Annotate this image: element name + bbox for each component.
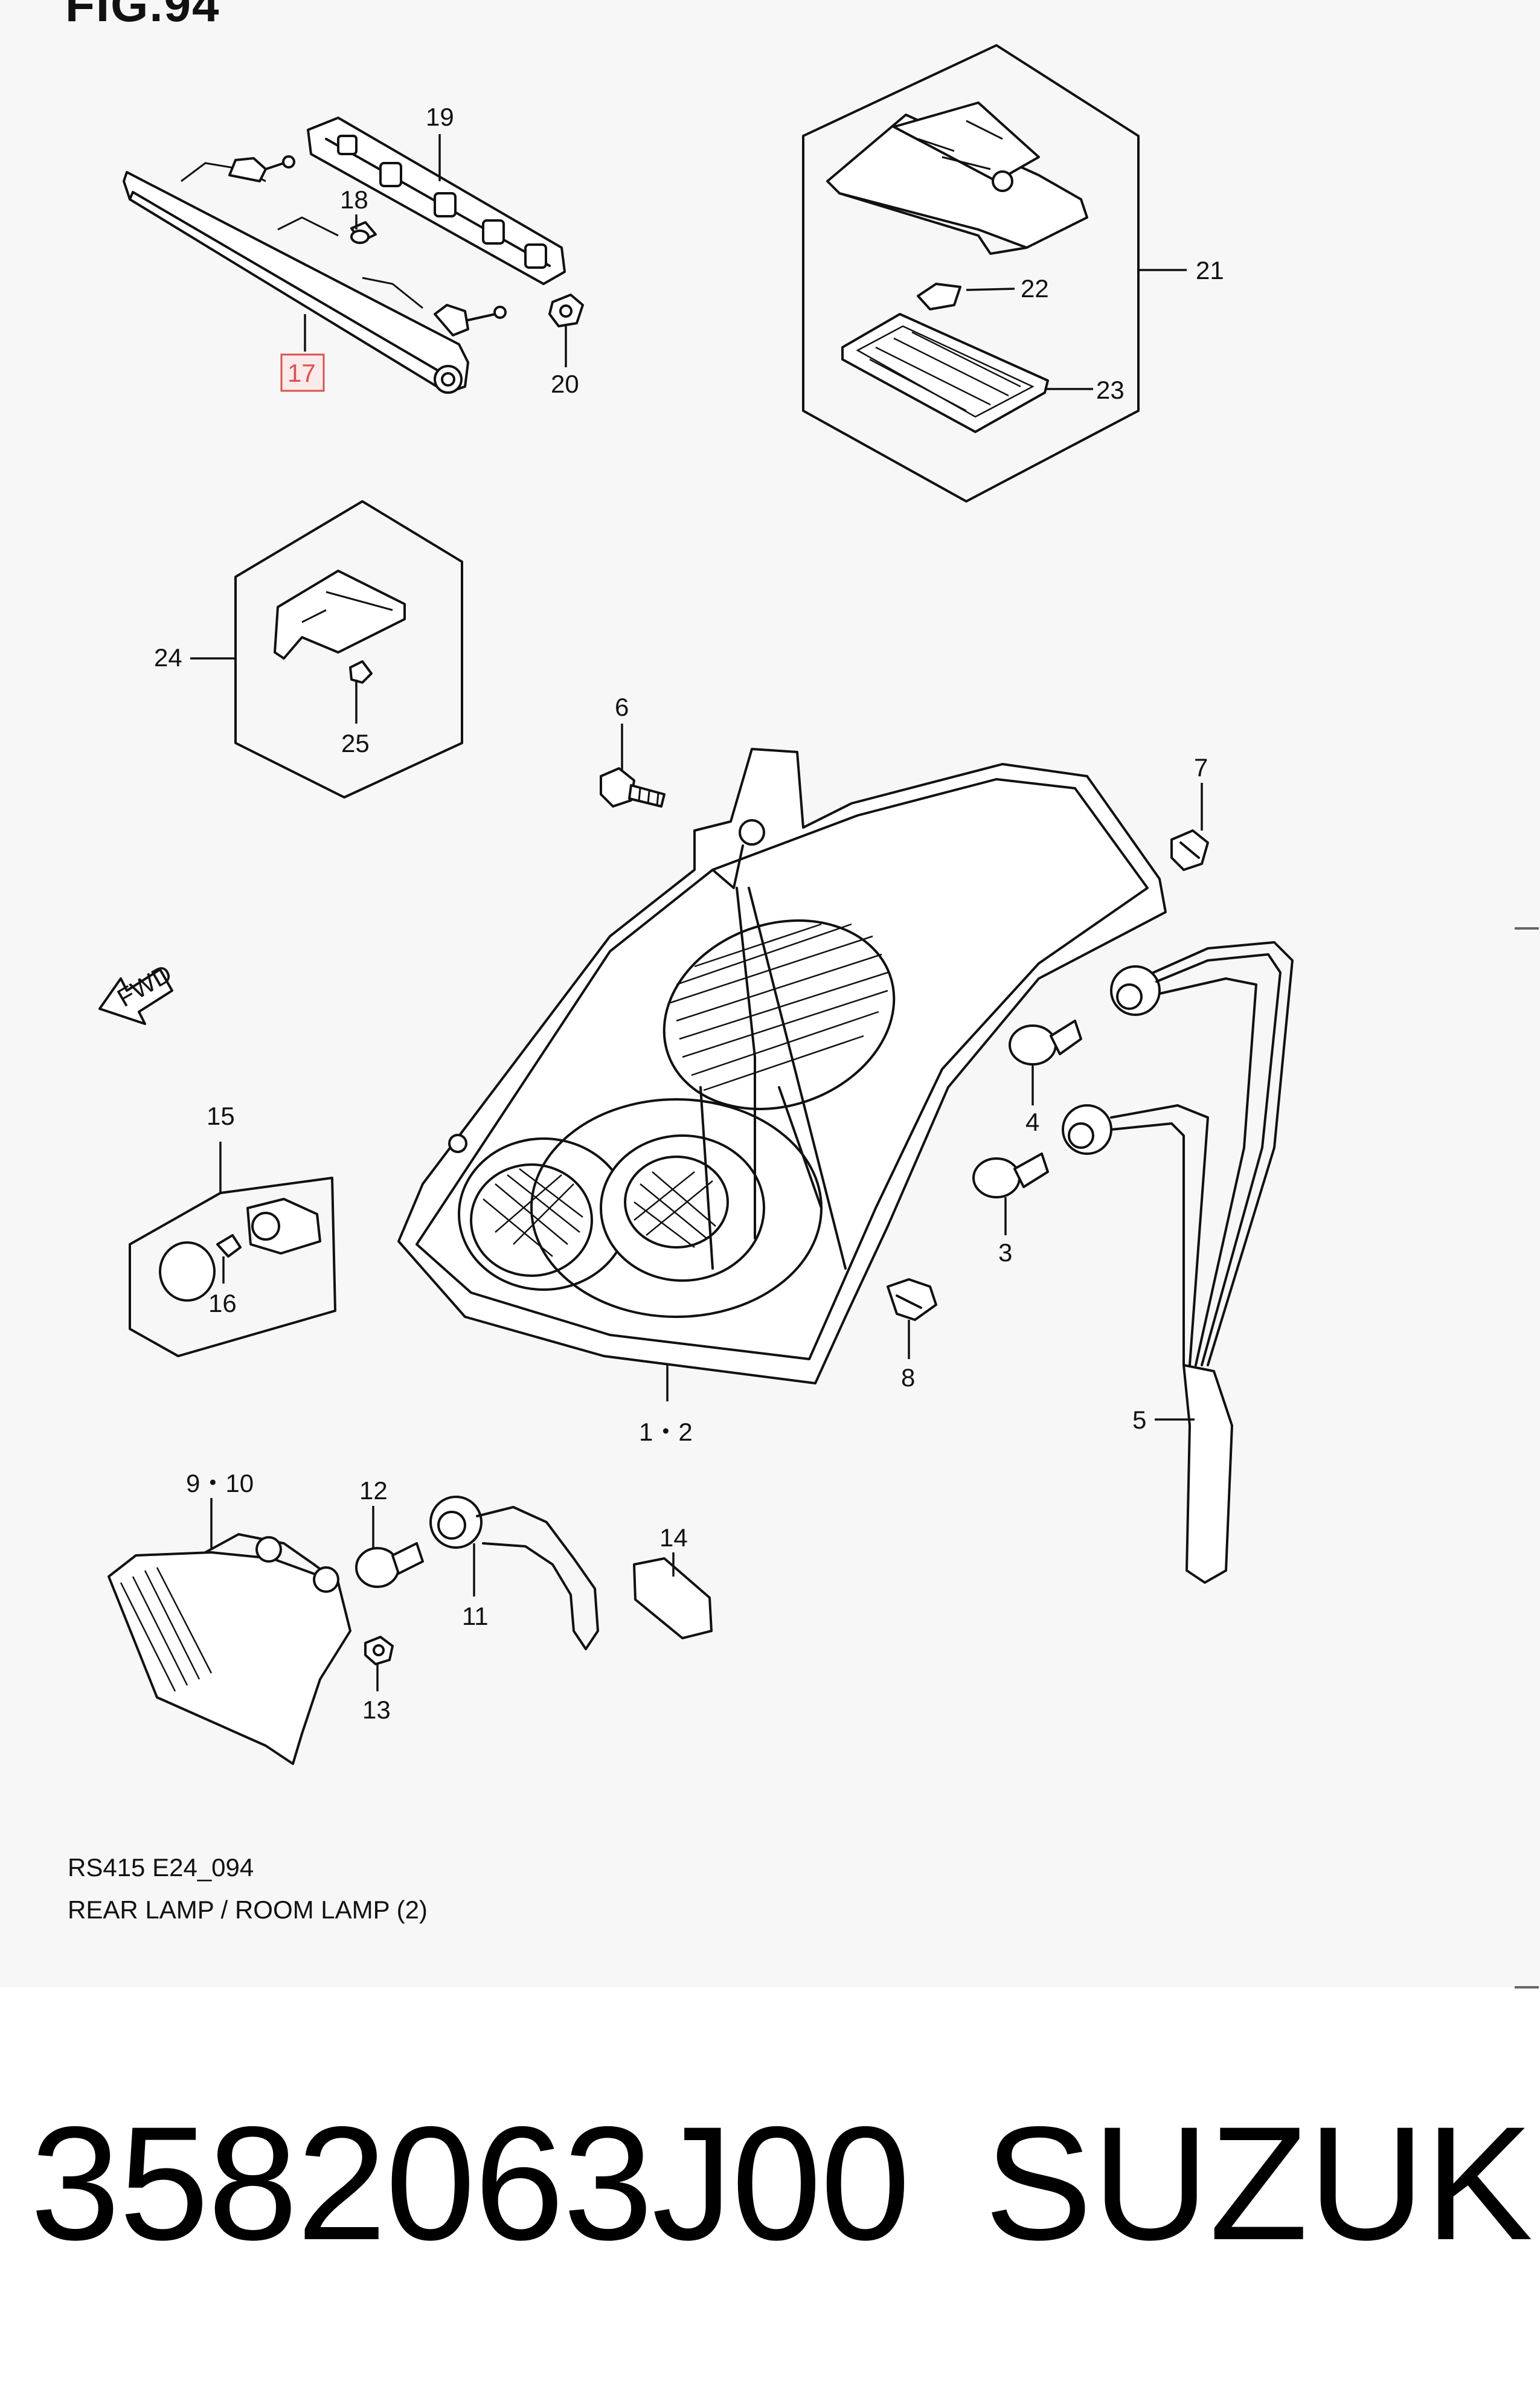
callout-6: 6	[615, 693, 629, 721]
part-21-room-lamp-group[interactable]	[802, 44, 1140, 503]
part-24-lamp-group[interactable]	[234, 500, 463, 799]
part-25-bulb[interactable]	[349, 660, 373, 684]
callout-16: 16	[208, 1289, 237, 1317]
part-number: 3582063J00	[30, 2092, 910, 2274]
part-3-bulb[interactable]	[972, 1153, 1049, 1198]
callout-24: 24	[154, 643, 182, 672]
part-11-socket[interactable]	[429, 1496, 599, 1650]
diagram-caption: REAR LAMP / ROOM LAMP (2)	[68, 1895, 428, 1924]
part-8-clip[interactable]	[887, 1278, 937, 1321]
part-23-lens[interactable]	[841, 313, 1049, 433]
callout-20: 20	[551, 370, 579, 398]
fwd-arrow-icon: FWD	[98, 959, 176, 1025]
part-7-clip[interactable]	[1170, 829, 1209, 871]
part-20-nut[interactable]	[548, 294, 584, 327]
callout-12: 12	[359, 1476, 388, 1505]
callout-23: 23	[1096, 376, 1125, 404]
edge-mark	[1515, 1986, 1539, 1989]
callout-8: 8	[901, 1363, 915, 1392]
callout-18: 18	[340, 185, 368, 214]
callout-25: 25	[341, 729, 370, 757]
part-16-bulb[interactable]	[216, 1234, 242, 1258]
part-18-bulb[interactable]	[350, 221, 377, 244]
part-6-bolt[interactable]	[600, 767, 666, 808]
part-4-bulb[interactable]	[1009, 1020, 1082, 1066]
part-15-side-marker-group[interactable]	[129, 1177, 336, 1357]
callout-14: 14	[659, 1523, 688, 1552]
part-13-nut[interactable]	[364, 1636, 394, 1665]
part-22-festoon-bulb[interactable]	[917, 283, 961, 310]
part-19-lamp-harness[interactable]	[307, 117, 566, 285]
part-5-wiring-harness[interactable]	[1062, 941, 1294, 1584]
callout-5: 5	[1132, 1406, 1146, 1434]
callout-13: 13	[362, 1696, 391, 1724]
callout-19: 19	[426, 103, 454, 131]
callout-7: 7	[1194, 753, 1208, 782]
callout-11: 11	[462, 1602, 489, 1630]
edge-mark	[1515, 927, 1539, 930]
part-12-bulb[interactable]	[355, 1542, 424, 1588]
part-9-10-lamp[interactable]	[107, 1533, 351, 1765]
figure-title: FIG.94	[65, 0, 220, 31]
leader-lines	[190, 134, 1203, 1691]
part-14-pad[interactable]	[633, 1557, 713, 1639]
part-17-high-mount-lamp[interactable]	[123, 155, 507, 394]
callout-22: 22	[1021, 274, 1049, 303]
callout-9-10: 9・10	[186, 1469, 254, 1497]
callout-labels: 17 19 18 20 21 22 23 24 25 6 7 4 3 8 5 1…	[154, 103, 1224, 1724]
highlight-box-17	[280, 353, 325, 392]
callout-1-2: 1・2	[639, 1418, 693, 1446]
callout-21: 21	[1196, 256, 1224, 285]
callout-3: 3	[998, 1238, 1012, 1267]
callout-4: 4	[1025, 1108, 1039, 1136]
parts-diagram: FWD	[98, 44, 1294, 1765]
callout-17: 17	[287, 359, 316, 387]
callout-15: 15	[207, 1102, 235, 1130]
brand-name: SUZUKI	[984, 2092, 1540, 2274]
diagram-code: RS415 E24_094	[68, 1853, 254, 1882]
part-1-2-rear-combination-lamp[interactable]	[397, 748, 1167, 1384]
